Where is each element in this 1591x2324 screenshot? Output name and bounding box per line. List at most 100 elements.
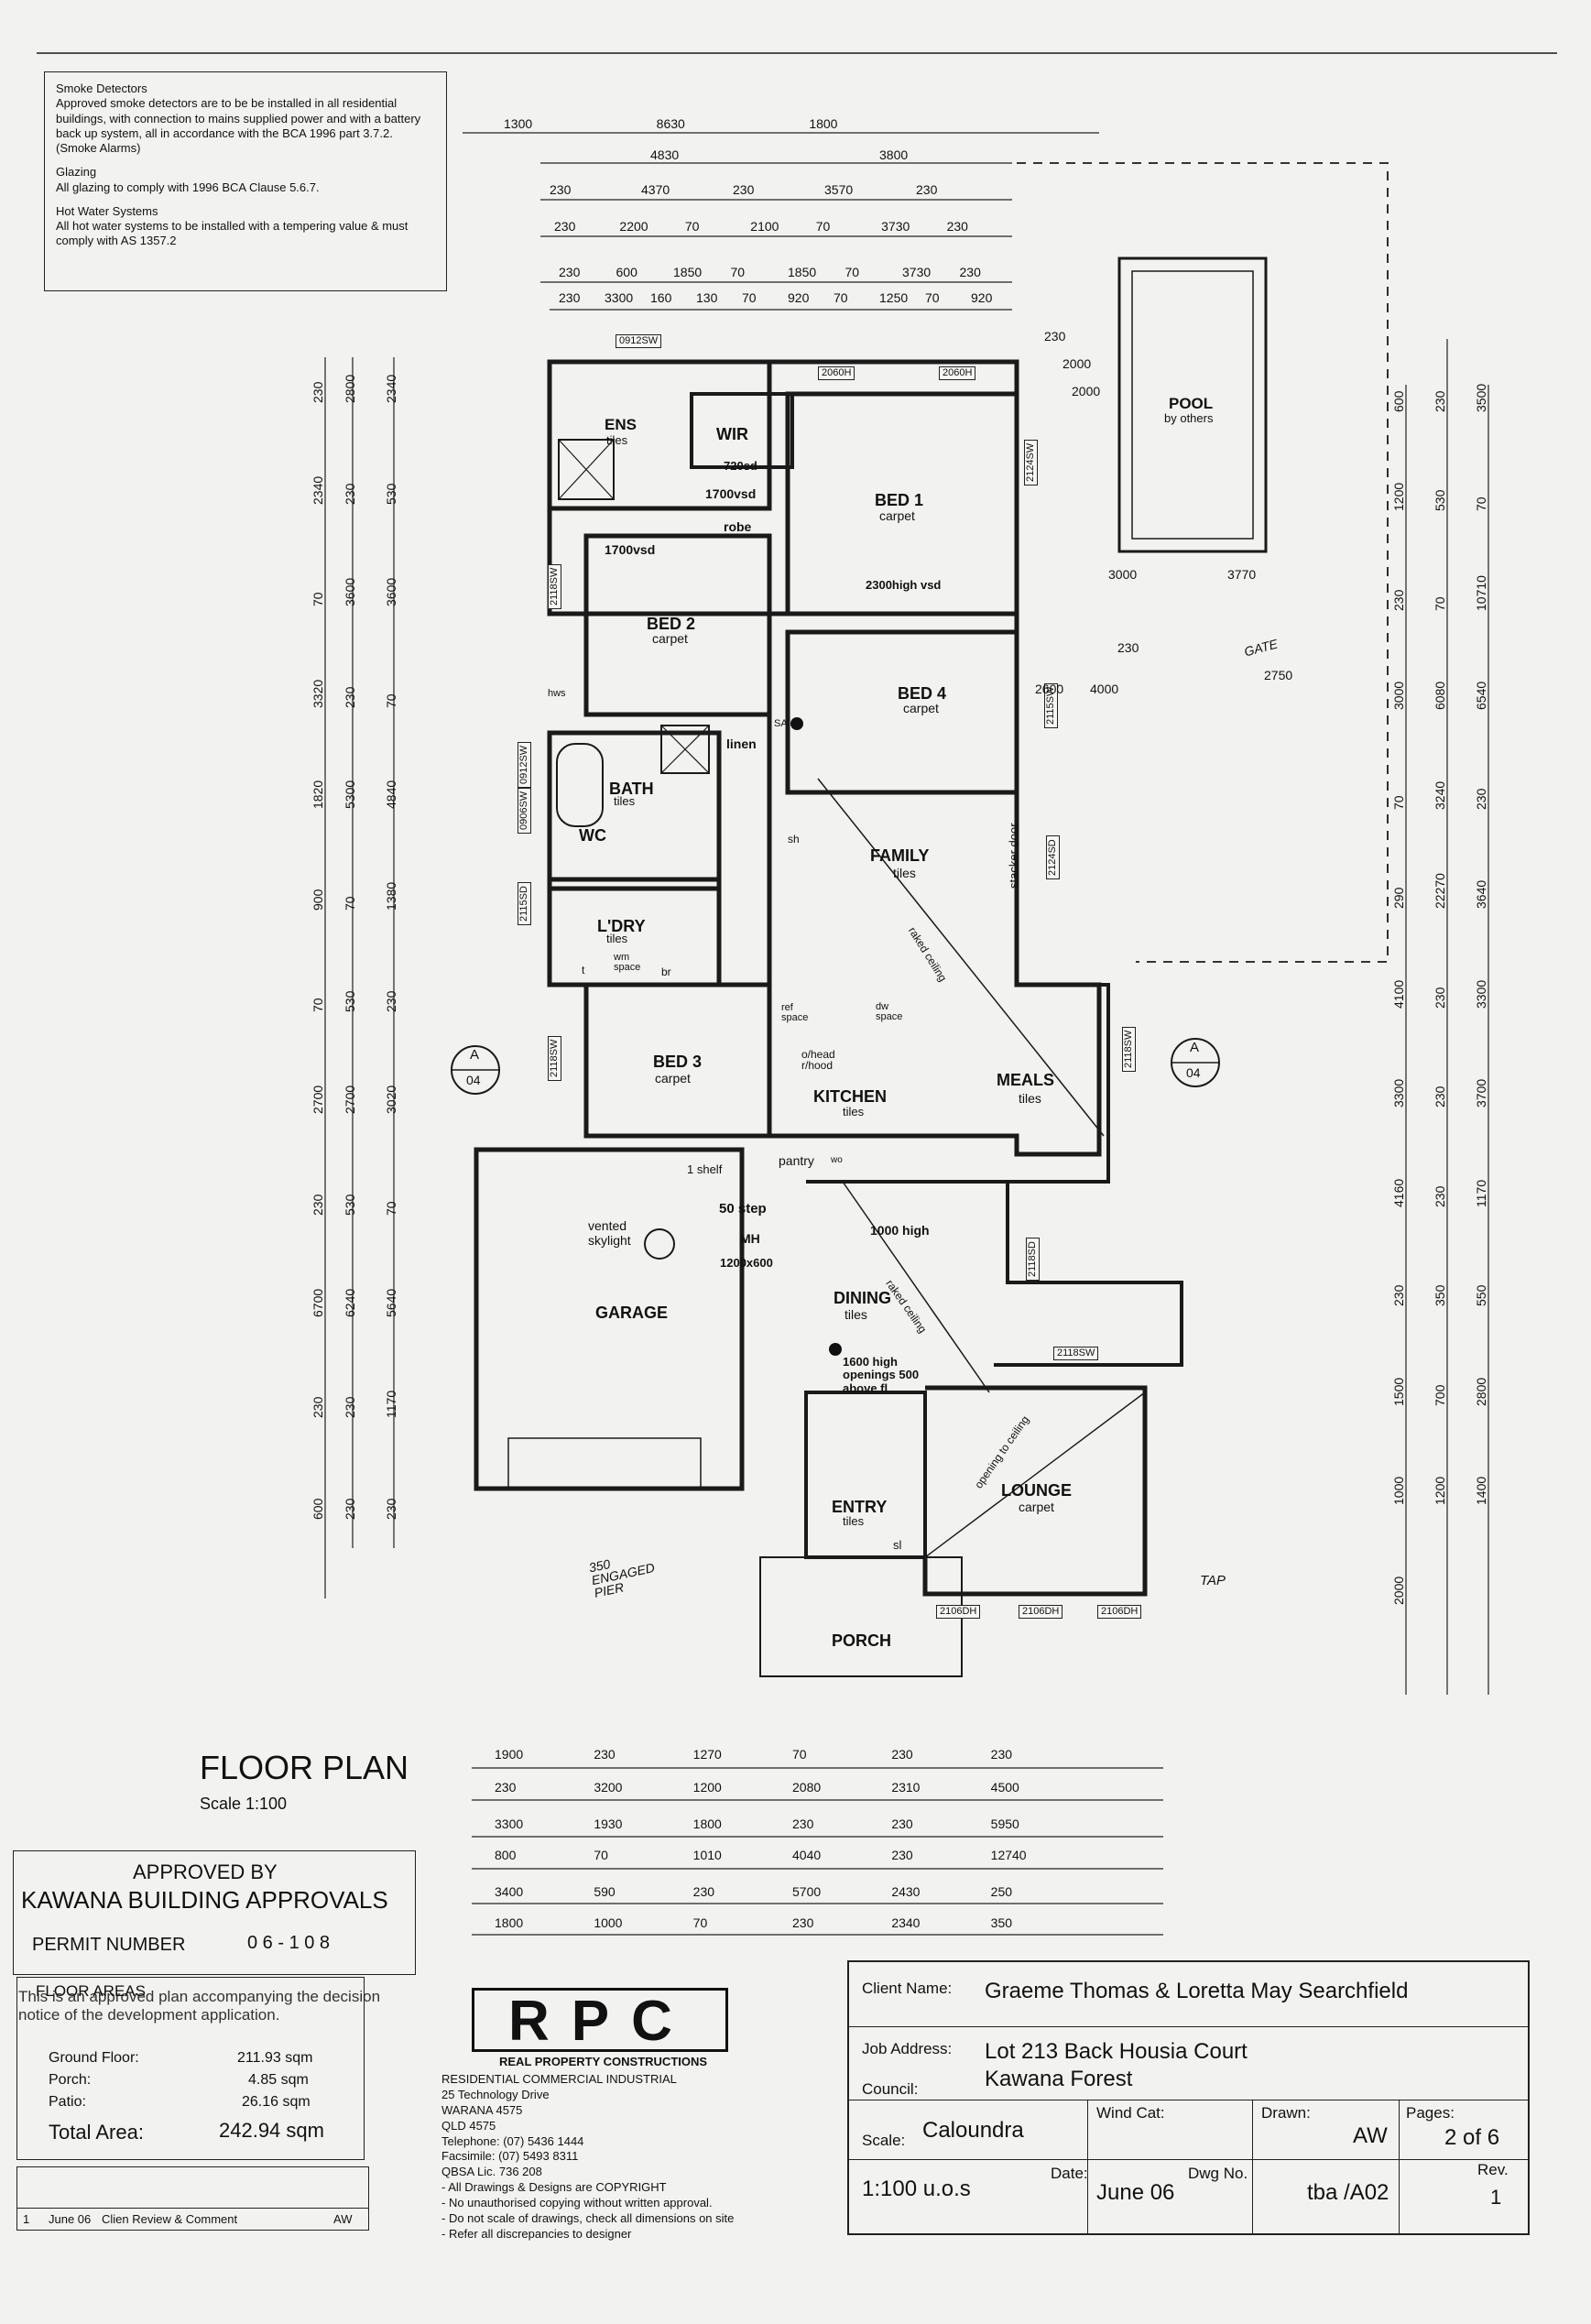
dimension-label: 8630 bbox=[656, 116, 685, 131]
company-copyright: - All Drawings & Designs are COPYRIGHT bbox=[441, 2180, 667, 2195]
dimension-label: 230 bbox=[311, 1194, 325, 1216]
wall-bed4 bbox=[785, 629, 1019, 795]
window-code: 0912SW bbox=[518, 741, 531, 788]
wall-bed2 bbox=[583, 533, 772, 717]
dimension-label: 1500 bbox=[1391, 1377, 1406, 1406]
room-bed2-floor: carpet bbox=[652, 631, 688, 646]
approval-line1: APPROVED BY bbox=[133, 1860, 278, 1883]
dimension-label: 230 bbox=[1474, 788, 1488, 810]
room-kitchen: KITCHEN bbox=[813, 1087, 887, 1106]
scale-label: Scale: bbox=[862, 2132, 906, 2149]
room-ldry: L'DRY bbox=[597, 917, 646, 935]
dimension-label: 530 bbox=[343, 990, 357, 1012]
dimension-label: 70 bbox=[730, 265, 746, 279]
dimension-label: 250 bbox=[990, 1884, 1013, 1899]
logo-text: RPC bbox=[508, 1990, 694, 2053]
dimension-label: 3700 bbox=[1474, 1079, 1488, 1108]
dimension-label: 5640 bbox=[384, 1288, 398, 1317]
areas-heading: FLOOR AREAS bbox=[36, 1982, 146, 2000]
room-pool: POOL bbox=[1169, 395, 1214, 412]
dimension-label: 2340 bbox=[891, 1915, 921, 1930]
dimension-label: 70 bbox=[925, 290, 940, 305]
dimension-label: 70 bbox=[1433, 596, 1447, 611]
dimension-label: 230 bbox=[550, 182, 572, 197]
client-label: Client Name: bbox=[862, 1980, 953, 1997]
dimension-label: 70 bbox=[792, 1747, 807, 1762]
area-value-porch: 4.85 sqm bbox=[248, 2072, 309, 2088]
dimension-label: 6540 bbox=[1474, 682, 1488, 711]
dimension-label: 1850 bbox=[788, 265, 817, 279]
dimension-label: 230 bbox=[1433, 1086, 1447, 1108]
dimension-label: 230 bbox=[311, 1396, 325, 1419]
company-addr3: QLD 4575 bbox=[441, 2118, 496, 2133]
dimension-label: 3570 bbox=[824, 182, 854, 197]
dimension-label: 600 bbox=[1391, 390, 1406, 412]
window-code: 2118SW bbox=[548, 1035, 561, 1081]
general-notes: Smoke Detectors Approved smoke detectors… bbox=[44, 71, 447, 291]
dimension-label: 920 bbox=[788, 290, 810, 305]
dimension-label: 6240 bbox=[343, 1288, 357, 1317]
dimension-label: 2600 bbox=[1035, 682, 1064, 696]
dimension-label: 2000 bbox=[1062, 356, 1092, 371]
dimension-label: 70 bbox=[311, 998, 325, 1012]
window-code: 2060H bbox=[939, 366, 976, 380]
section-sheet-right: 04 bbox=[1186, 1065, 1201, 1080]
room-meals-floor: tiles bbox=[1019, 1091, 1041, 1106]
dimension-label: 3300 bbox=[1391, 1079, 1406, 1108]
dimension-label: 1170 bbox=[384, 1391, 398, 1419]
dimension-label: 590 bbox=[594, 1884, 616, 1899]
dimension-label: 70 bbox=[845, 265, 860, 279]
dimension-label: 10710 bbox=[1474, 574, 1488, 611]
dimension-label: 230 bbox=[692, 1884, 715, 1899]
area-total-label: Total Area: bbox=[49, 2121, 144, 2144]
dimension-label: 230 bbox=[916, 182, 938, 197]
dimension-label: 230 bbox=[554, 219, 576, 234]
revision-table: 1 June 06 Clien Review & Comment AW bbox=[16, 2166, 369, 2231]
pages-value: 2 of 6 bbox=[1444, 2125, 1500, 2150]
area-value-patio: 26.16 sqm bbox=[242, 2094, 311, 2110]
dimension-label: 230 bbox=[594, 1747, 616, 1762]
area-label-patio: Patio: bbox=[49, 2094, 86, 2110]
section-letter-right: A bbox=[1190, 1040, 1200, 1055]
dimension-label: 700 bbox=[1433, 1384, 1447, 1406]
dimension-label: 3600 bbox=[343, 577, 357, 606]
room-bed4: BED 4 bbox=[898, 684, 947, 703]
room-bed3-floor: carpet bbox=[655, 1071, 691, 1086]
dimension-label: 230 bbox=[1433, 987, 1447, 1009]
label-hws: hws bbox=[548, 688, 566, 699]
label-sh: sh bbox=[788, 833, 800, 846]
dimension-label: 5950 bbox=[990, 1817, 1019, 1831]
dimension-label: 600 bbox=[616, 265, 637, 279]
dimension-label: 70 bbox=[742, 290, 757, 305]
dimension-label: 2800 bbox=[343, 374, 357, 403]
dimension-label: 230 bbox=[733, 182, 755, 197]
rev-number: 1 bbox=[23, 2212, 30, 2226]
job-label: Job Address: bbox=[862, 2040, 953, 2057]
dimension-label: 1400 bbox=[1474, 1476, 1488, 1506]
label-mh-size: 1200x600 bbox=[720, 1256, 773, 1270]
label-2300vsd: 2300high vsd bbox=[866, 578, 942, 592]
dimension-label: 600 bbox=[311, 1498, 325, 1521]
company-details: RESIDENTIAL COMMERCIAL INDUSTRIAL 25 Tec… bbox=[441, 2072, 826, 2242]
wall-ensuite bbox=[547, 359, 772, 511]
dimension-label: 22270 bbox=[1433, 873, 1447, 910]
permit-number: 0 6 - 1 0 8 bbox=[247, 1933, 331, 1953]
label-openings: 1600 high openings 500 above fl bbox=[843, 1355, 920, 1395]
council-label: Council: bbox=[862, 2080, 919, 2098]
room-family-floor: tiles bbox=[893, 866, 916, 880]
dimension-label: 3730 bbox=[881, 219, 910, 234]
window-code: 2124SD bbox=[1046, 835, 1060, 879]
wall-bedroom-wing bbox=[547, 359, 1019, 616]
window-code: 0906SW bbox=[518, 787, 531, 834]
room-dining-floor: tiles bbox=[845, 1307, 867, 1322]
dimension-label: 2700 bbox=[343, 1085, 357, 1114]
company-copy1: - No unauthorised copying without writte… bbox=[441, 2196, 713, 2210]
dimension-label: 230 bbox=[559, 265, 581, 279]
room-ens: ENS bbox=[605, 416, 637, 433]
permit-label: PERMIT NUMBER bbox=[32, 1935, 186, 1955]
dimension-label: 2800 bbox=[1474, 1377, 1488, 1406]
window-code: 2118SW bbox=[1053, 1347, 1099, 1360]
dimension-label: 2310 bbox=[891, 1780, 921, 1795]
window-code: 2060H bbox=[818, 366, 855, 380]
dimension-label: 230 bbox=[343, 686, 357, 708]
